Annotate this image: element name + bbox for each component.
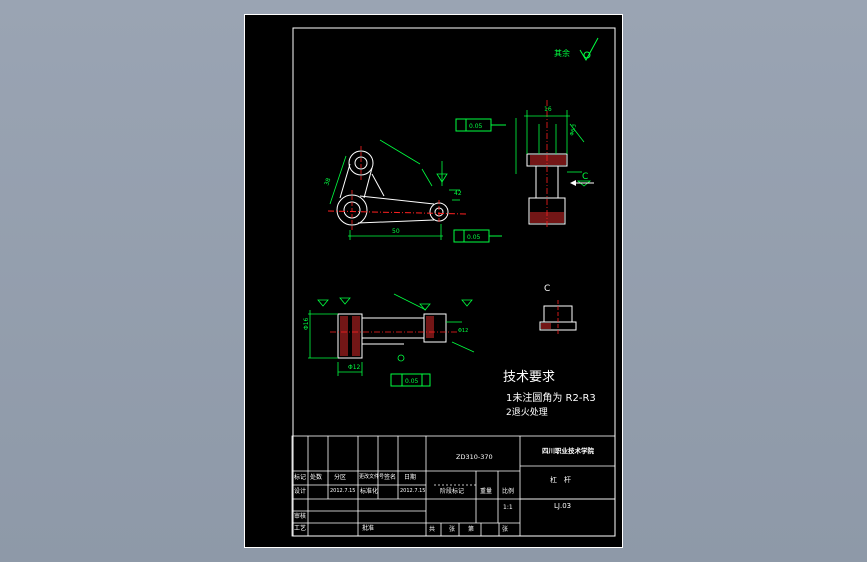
- dim-label: 16: [544, 106, 552, 113]
- dim-label: Φ12: [458, 328, 468, 334]
- gdt-value: 0.05: [405, 378, 419, 385]
- dim-label: Φ6.3: [569, 123, 578, 136]
- center-line: [327, 210, 467, 215]
- tb-design-date: 2012.7.15: [330, 488, 356, 494]
- tech-req-item-1: 1未注圆角为 R2-R3: [506, 393, 596, 404]
- inner-frame: [292, 27, 616, 537]
- main-view: [336, 150, 449, 226]
- roughness-symbol: [579, 37, 599, 62]
- tb-review: 审核: [294, 513, 307, 520]
- section-hatch: [426, 316, 434, 338]
- section-hatch: [541, 323, 551, 329]
- section-arrow-head: [570, 180, 576, 186]
- gdt-value: 0.05: [467, 234, 481, 241]
- dim-label: 38: [323, 177, 332, 187]
- section-view-dimensions: [308, 293, 475, 376]
- part-name: 杠 杆: [550, 476, 571, 484]
- cad-drawing: 38 50 42 0.05 0.05 0.05: [244, 14, 623, 548]
- school-name: 四川职业技术学院: [542, 447, 594, 455]
- tb-sheet-no: 第: [468, 526, 475, 533]
- tech-req-item-2: 2退火处理: [506, 408, 548, 418]
- part-code: LJ.03: [554, 502, 572, 510]
- section-mark-c: C: [582, 172, 589, 182]
- side-view-dimensions: [515, 110, 592, 187]
- tb-scale-label: 比例: [502, 488, 515, 495]
- tb-sheets-total: 共: [429, 526, 436, 533]
- title-block-grid: [291, 435, 616, 537]
- tb-col-mark: 标记: [294, 474, 307, 481]
- section-hatch: [530, 155, 566, 165]
- tb-weight: 重量: [480, 488, 493, 495]
- tb-scale: 1:1: [503, 504, 513, 511]
- section-view: [337, 313, 447, 359]
- tech-req-heading: 技术要求: [503, 370, 556, 385]
- tb-col-change: 更改文件号: [359, 474, 385, 480]
- tb-sheet-unit: 张: [502, 526, 509, 533]
- section-hatch: [352, 316, 360, 356]
- drawing-sheet: 38 50 42 0.05 0.05 0.05: [244, 14, 623, 548]
- dim-label: 42: [454, 190, 462, 197]
- dim-label: Φ12: [348, 364, 361, 371]
- tb-col-count: 处数: [310, 474, 323, 481]
- tb-std-date: 2012.7.15: [400, 488, 426, 494]
- tb-design: 设计: [294, 488, 307, 495]
- tb-col-zone: 分区: [334, 474, 347, 481]
- main-view-dimensions: [329, 139, 460, 240]
- outer-frame: [244, 14, 623, 548]
- tb-col-date: 日期: [404, 474, 417, 481]
- roughness-label: 其余: [554, 49, 570, 58]
- dim-label: Φ16: [303, 317, 310, 330]
- tb-std: 标准化: [360, 488, 379, 495]
- section-hatch: [530, 212, 564, 223]
- dim-label: 50: [392, 228, 400, 235]
- tb-col-sign: 签名: [384, 474, 397, 481]
- drawing-number: ZD310-370: [456, 453, 493, 461]
- detail-mark-c: C: [544, 284, 551, 294]
- tb-sheets-unit: 张: [449, 526, 456, 533]
- gdt-value: 0.05: [469, 123, 483, 130]
- tb-stage: 阶段标记: [440, 488, 465, 495]
- tb-approve: 批准: [362, 525, 375, 532]
- gdt-frame: [390, 118, 506, 387]
- tb-process: 工艺: [294, 525, 307, 532]
- section-hatch: [340, 316, 348, 356]
